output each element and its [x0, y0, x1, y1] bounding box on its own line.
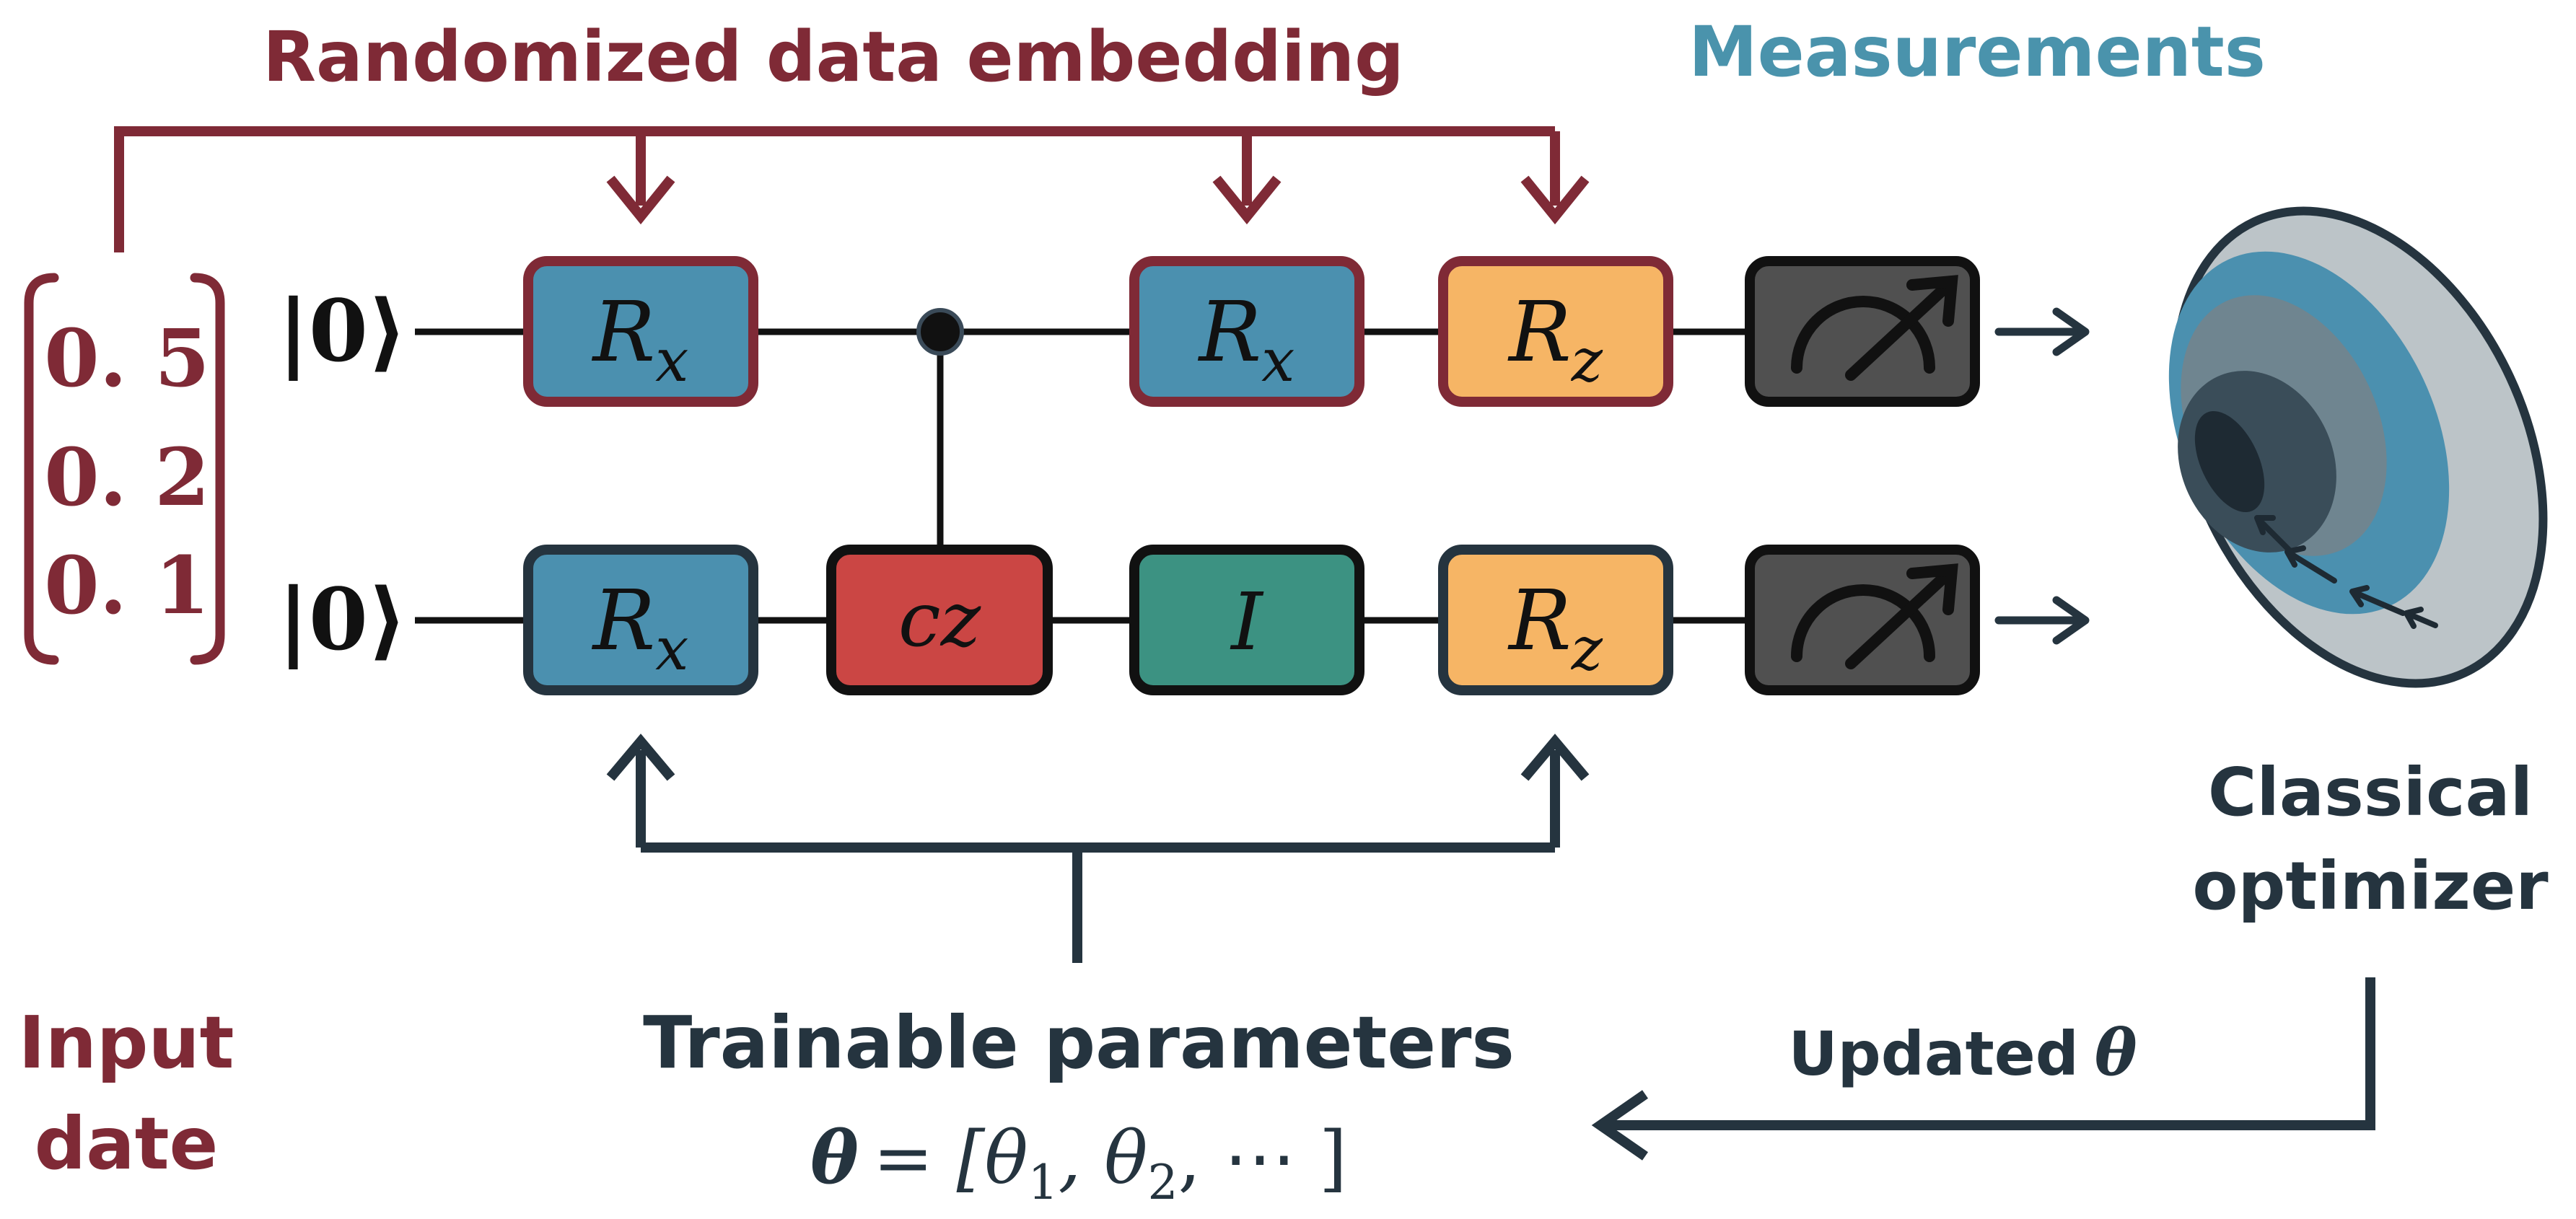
svg-text:Rx: Rx: [1198, 284, 1295, 395]
gate-label: R: [592, 573, 656, 669]
gate-q1-cz: cz: [826, 545, 1053, 695]
input-value-3: 0. 1: [44, 539, 210, 632]
update-feedback-arrow: [1591, 977, 2375, 1161]
input-vector: 0. 5 0. 2 0. 1: [24, 273, 225, 665]
control-dot: [916, 308, 964, 356]
svg-text:Rz: Rz: [1507, 573, 1603, 684]
theta-equation: θ= [θ1, θ2, ⋯ ]: [810, 1115, 1347, 1210]
input-label-line2: date: [35, 1101, 219, 1186]
embedding-bracket: [114, 126, 1590, 252]
gate-label: R: [1507, 284, 1572, 381]
gate-label: R: [1198, 284, 1262, 381]
gate-label: cz: [898, 576, 981, 664]
gate-q0-rz: Rz: [1438, 256, 1673, 407]
theta-symbol: θ: [810, 1115, 859, 1200]
svg-text:Rz: Rz: [1507, 284, 1603, 395]
gate-sub: x: [655, 327, 688, 395]
meter-icon: [1791, 275, 1958, 381]
theta-sub-2: 2: [1147, 1155, 1178, 1210]
gate-sub: z: [1571, 615, 1603, 684]
gate-label: R: [1507, 573, 1572, 669]
gate-label: R: [592, 284, 656, 381]
meter-q0: [1745, 256, 1980, 407]
theta-mid: , θ: [1059, 1116, 1148, 1200]
input-value-1: 0. 5: [44, 312, 210, 405]
output-arrows: [1994, 307, 2090, 645]
right-bracket: [190, 273, 225, 665]
optimizer-label-line1: Classical: [2208, 754, 2533, 831]
gate-sub: z: [1571, 327, 1603, 395]
ket-qubit-1: |0⟩: [278, 569, 407, 669]
updated-text: Updated: [1788, 1018, 2078, 1089]
gate-q0-rx-1: Rx: [523, 256, 758, 407]
input-value-2: 0. 2: [44, 431, 210, 524]
gate-label: I: [1230, 576, 1264, 668]
gate-q1-rx: Rx: [523, 545, 758, 695]
theta-tail: , ⋯ ]: [1178, 1116, 1346, 1200]
meter-icon: [1791, 563, 1958, 669]
theta-sub-1: 1: [1028, 1155, 1059, 1210]
trainable-title: Trainable parameters: [643, 1000, 1515, 1085]
trainable-bracket: [606, 734, 1590, 963]
left-bracket: [24, 273, 59, 665]
embedding-title: Randomized data embedding: [263, 17, 1404, 97]
gate-sub: x: [1261, 327, 1294, 395]
measurements-title: Measurements: [1688, 12, 2266, 92]
input-label-line1: Input: [19, 1000, 235, 1085]
meter-q1: [1745, 545, 1980, 695]
updated-theta: θ: [2095, 1015, 2137, 1090]
optimizer-label-line2: optimizer: [2192, 848, 2549, 925]
gate-q0-rx-2: Rx: [1129, 256, 1364, 407]
optimizer-bowl-icon: [2168, 206, 2548, 688]
theta-rhs: = [θ: [873, 1116, 1028, 1200]
gate-sub: x: [655, 615, 688, 684]
gate-q1-identity: I: [1129, 545, 1364, 695]
svg-text:Rx: Rx: [592, 573, 689, 684]
svg-text:Rx: Rx: [592, 284, 689, 395]
ket-qubit-0: |0⟩: [278, 281, 407, 381]
gate-q1-rz: Rz: [1438, 545, 1673, 695]
